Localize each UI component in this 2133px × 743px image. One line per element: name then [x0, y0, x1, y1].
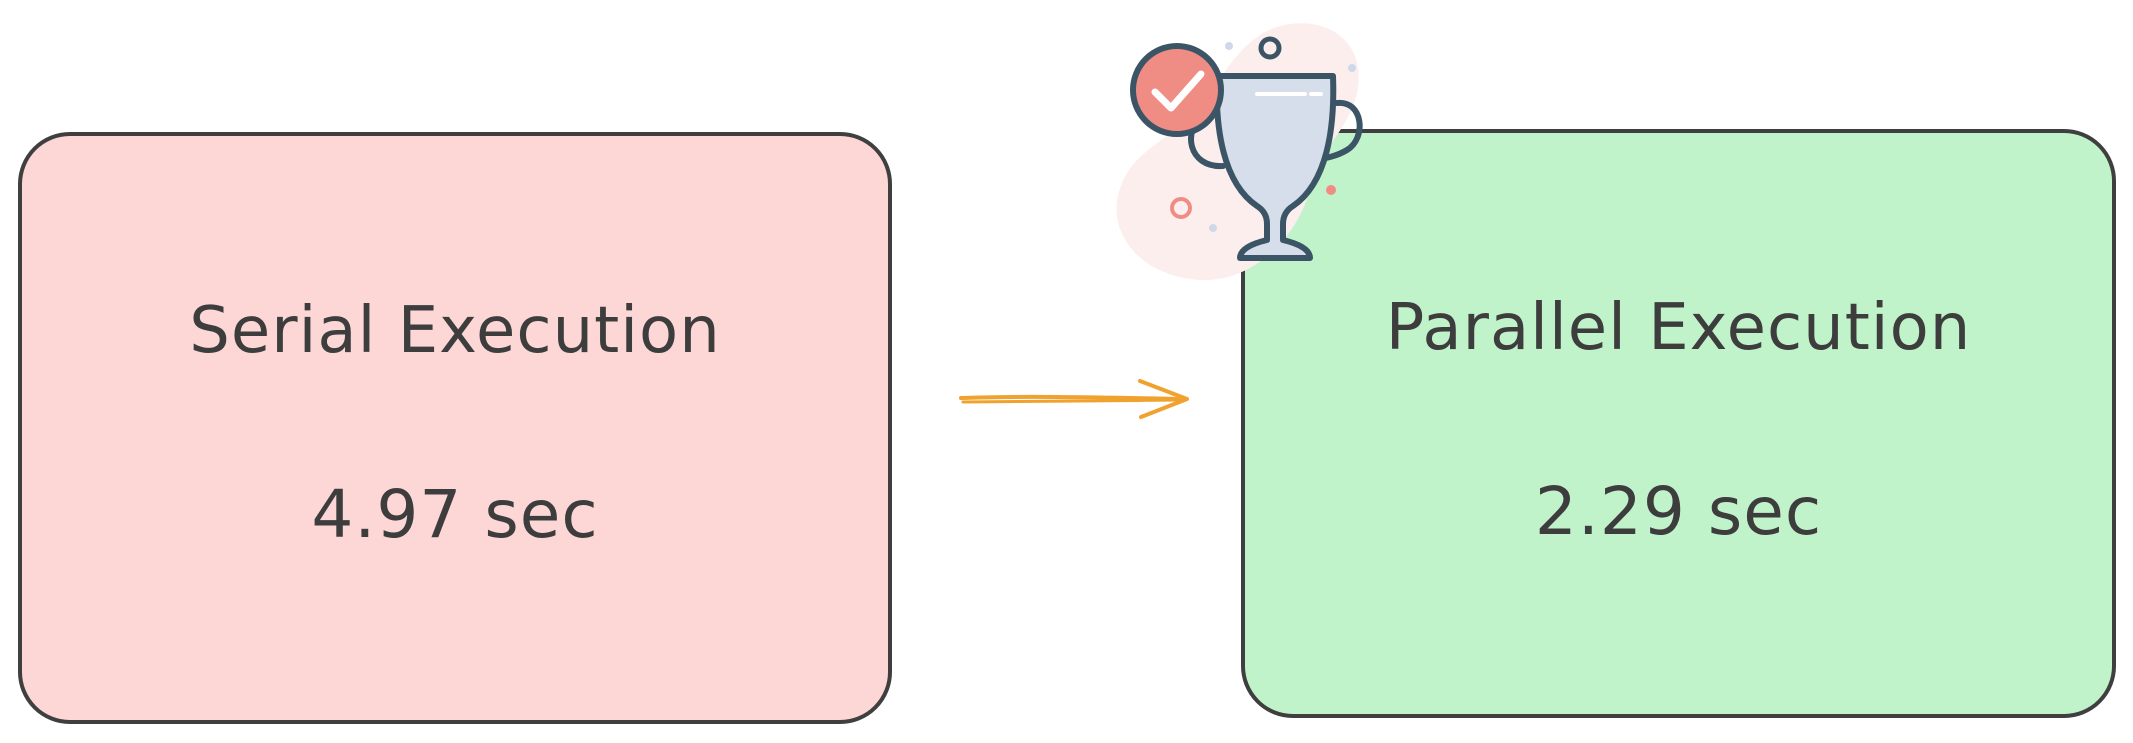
parallel-execution-title: Parallel Execution — [1385, 291, 1972, 365]
serial-execution-time: 4.97 sec — [311, 476, 599, 553]
check-badge-icon — [1130, 43, 1224, 137]
parallel-execution-time: 2.29 sec — [1534, 473, 1823, 550]
right-arrow-icon — [959, 379, 1189, 419]
parallel-execution-box: Parallel Execution 2.29 sec — [1241, 129, 2116, 718]
trophy-icon — [1116, 23, 1363, 281]
serial-execution-box: Serial Execution 4.97 sec — [18, 132, 892, 724]
serial-execution-title: Serial Execution — [189, 294, 721, 368]
